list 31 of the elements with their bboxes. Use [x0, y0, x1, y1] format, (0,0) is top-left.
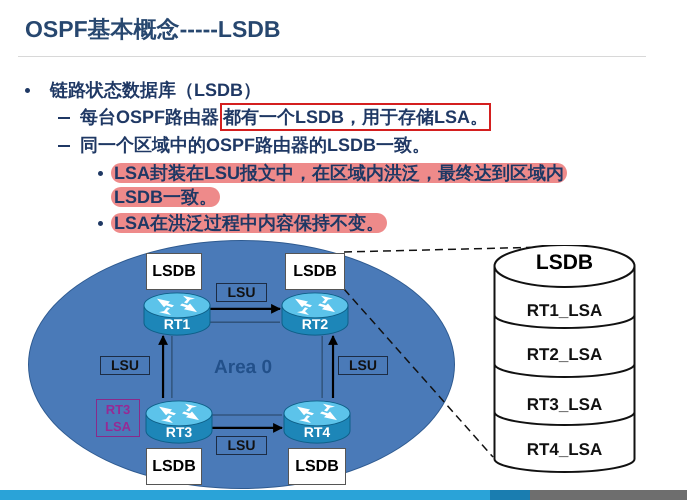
edge-label: LSU — [216, 436, 267, 455]
database-title: LSDB — [534, 251, 594, 275]
highlighted-text: 都有一个LSDB，用于存储LSA。 — [220, 103, 491, 131]
lsdb-box: LSDB — [146, 448, 202, 485]
arrow — [158, 335, 168, 398]
arrow — [212, 422, 283, 433]
link-line — [210, 322, 280, 323]
zoom-line — [344, 246, 534, 253]
record-row: RT3_LSA — [493, 390, 636, 420]
link-line — [171, 336, 173, 398]
lsdb-box: LSDB — [288, 448, 346, 485]
record-row: RT2_LSA — [493, 340, 636, 370]
record-row: RT4_LSA — [493, 435, 636, 465]
edge-label: LSU — [100, 356, 150, 375]
edge-label: LSU — [338, 356, 388, 375]
edge-label: LSU — [216, 283, 267, 302]
title: OSPF基本概念-----LSDB — [25, 15, 281, 44]
database-cylinder — [493, 245, 636, 473]
lsa-box: RT3 LSA — [96, 399, 140, 437]
link-line — [212, 414, 282, 416]
bullet-text: 每台OSPF路由器 — [80, 106, 220, 129]
highlighted-text: LSA在洪泛过程中内容保持不变。 — [111, 211, 387, 235]
zoom-line — [343, 288, 494, 458]
lsdb-box: LSDB — [146, 253, 202, 290]
lsdb-box: LSDB — [285, 253, 345, 290]
arrow — [328, 335, 338, 398]
arrow — [210, 304, 281, 314]
link-line — [321, 336, 323, 398]
bullet-text: 链路状态数据库（LSDB） — [50, 79, 261, 102]
bullet-text: 同一个区域中的OSPF路由器的LSDB一致。 — [80, 134, 430, 157]
record-row: RT1_LSA — [493, 296, 636, 326]
